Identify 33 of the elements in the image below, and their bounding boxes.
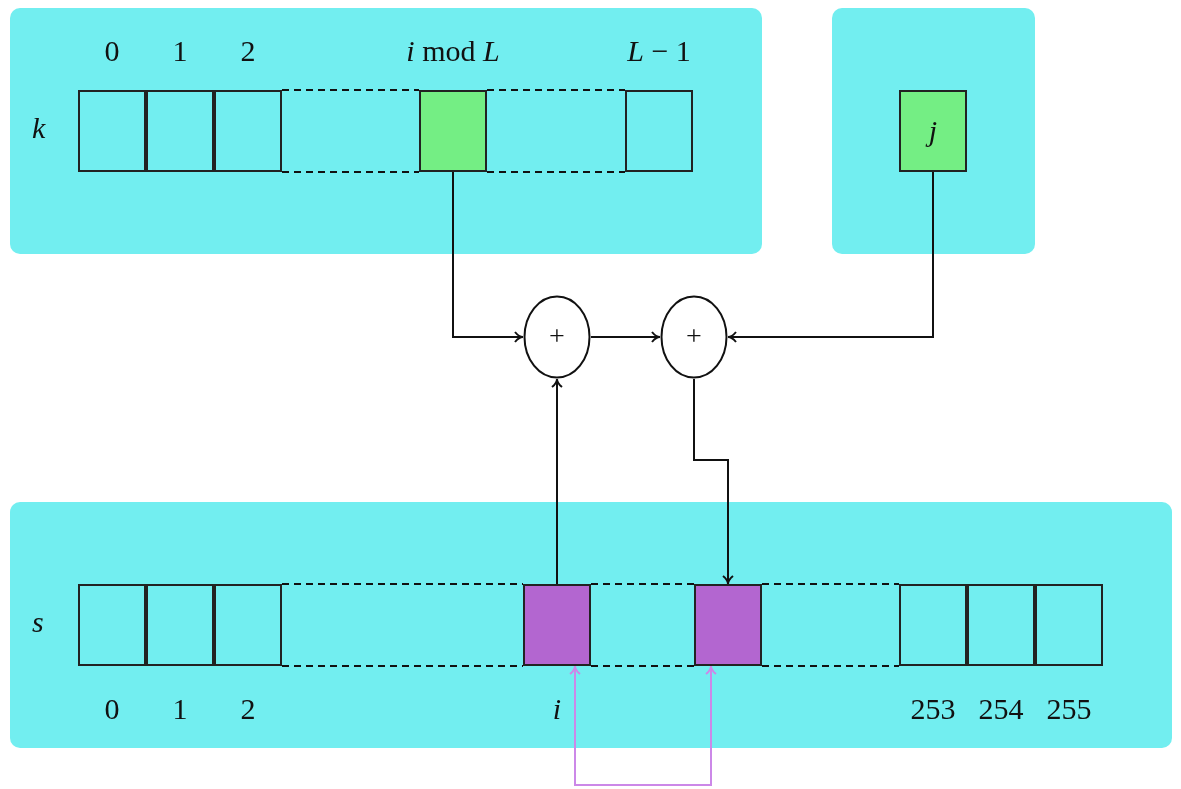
dashed-line bbox=[281, 89, 420, 91]
array-name: s bbox=[32, 607, 44, 637]
index-label: 0 bbox=[104, 694, 120, 724]
dashed-line bbox=[281, 583, 524, 585]
dashed-line bbox=[590, 583, 695, 585]
index-label: 0 bbox=[104, 36, 120, 66]
plus-sign: + bbox=[549, 321, 565, 350]
array-panel bbox=[10, 502, 1172, 748]
sum-circle bbox=[523, 295, 591, 379]
index-label: 2 bbox=[240, 694, 256, 724]
sum-circle bbox=[660, 295, 728, 379]
plus-sign: + bbox=[686, 321, 702, 350]
index-label: L − 1 bbox=[627, 36, 691, 66]
index-label: 255 bbox=[1046, 694, 1092, 724]
array-panel bbox=[10, 8, 762, 254]
dashed-line bbox=[486, 171, 626, 173]
index-label: 1 bbox=[172, 36, 188, 66]
index-label: i mod L bbox=[406, 36, 500, 66]
array-cell bbox=[694, 584, 762, 666]
array-cell bbox=[899, 90, 967, 172]
dashed-line bbox=[281, 171, 420, 173]
dashed-line bbox=[590, 665, 695, 667]
dashed-line bbox=[486, 89, 626, 91]
index-label: 254 bbox=[978, 694, 1024, 724]
dashed-line bbox=[281, 665, 524, 667]
dashed-line bbox=[761, 665, 900, 667]
index-label: i bbox=[552, 694, 562, 724]
index-label: 2 bbox=[240, 36, 256, 66]
array-name: k bbox=[32, 113, 46, 143]
index-label: 1 bbox=[172, 694, 188, 724]
array-panel bbox=[832, 8, 1035, 254]
dashed-line bbox=[761, 583, 900, 585]
index-label: 253 bbox=[910, 694, 956, 724]
